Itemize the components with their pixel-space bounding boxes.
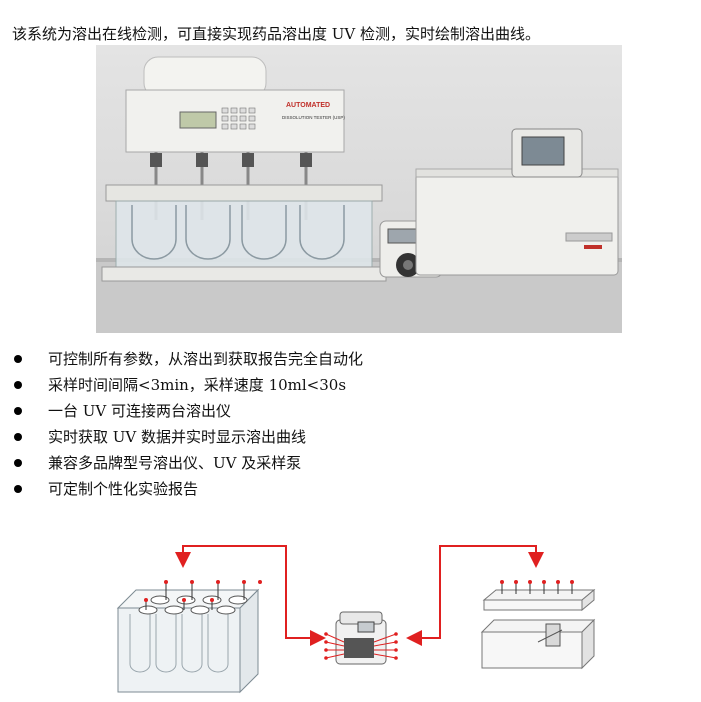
tester-display <box>179 111 217 129</box>
uv-spectrophotometer <box>415 172 619 276</box>
list-item: 可控制所有参数，从溶出到获取报告完全自动化 <box>14 346 363 372</box>
dissolution-system-illustration: AUTOMATED DISSOLUTION TESTER (USP) <box>96 56 622 333</box>
feature-text: 可控制所有参数，从溶出到获取报告完全自动化 <box>48 350 364 368</box>
list-item: 可定制个性化实验报告 <box>14 476 363 502</box>
bullet-icon <box>14 355 22 363</box>
product-photo: AUTOMATED DISSOLUTION TESTER (USP) <box>96 45 622 333</box>
intro-text: 该系统为溶出在线检测，可直接实现药品溶出度 UV 检测，实时绘制溶出曲线。 <box>12 25 541 43</box>
list-item: 兼容多品牌型号溶出仪、UV 及采样泵 <box>14 450 363 476</box>
list-item: 实时获取 UV 数据并实时显示溶出曲线 <box>14 424 363 450</box>
sampling-pump-icon <box>324 611 398 665</box>
feature-text: 采样时间间隔<3min，采样速度 10ml<30s <box>48 376 347 394</box>
bullet-icon <box>14 459 22 467</box>
list-item: 一台 UV 可连接两台溶出仪 <box>14 398 363 424</box>
brand-label: AUTOMATED <box>286 102 330 109</box>
bullet-icon <box>14 433 22 441</box>
dissolution-bath-icon <box>116 580 262 694</box>
water-bath <box>115 200 373 268</box>
feature-text: 可定制个性化实验报告 <box>48 480 199 498</box>
model-label: DISSOLUTION TESTER (USP) <box>282 115 345 120</box>
feature-text: 实时获取 UV 数据并实时显示溶出曲线 <box>48 428 307 446</box>
workflow-diagram <box>100 538 610 698</box>
bullet-icon <box>14 381 22 389</box>
workflow-diagram-svg <box>116 545 596 694</box>
uv-spectrophotometer-icon <box>480 580 596 670</box>
uv-screen <box>521 136 565 166</box>
bath-plate <box>105 184 383 202</box>
bullet-icon <box>14 407 22 415</box>
feature-text: 一台 UV 可连接两台溶出仪 <box>48 402 232 420</box>
feature-list: 可控制所有参数，从溶出到获取报告完全自动化 采样时间间隔<3min，采样速度 1… <box>14 346 363 502</box>
feature-text: 兼容多品牌型号溶出仪、UV 及采样泵 <box>48 454 302 472</box>
bullet-icon <box>14 485 22 493</box>
tester-base <box>101 266 387 282</box>
list-item: 采样时间间隔<3min，采样速度 10ml<30s <box>14 372 363 398</box>
